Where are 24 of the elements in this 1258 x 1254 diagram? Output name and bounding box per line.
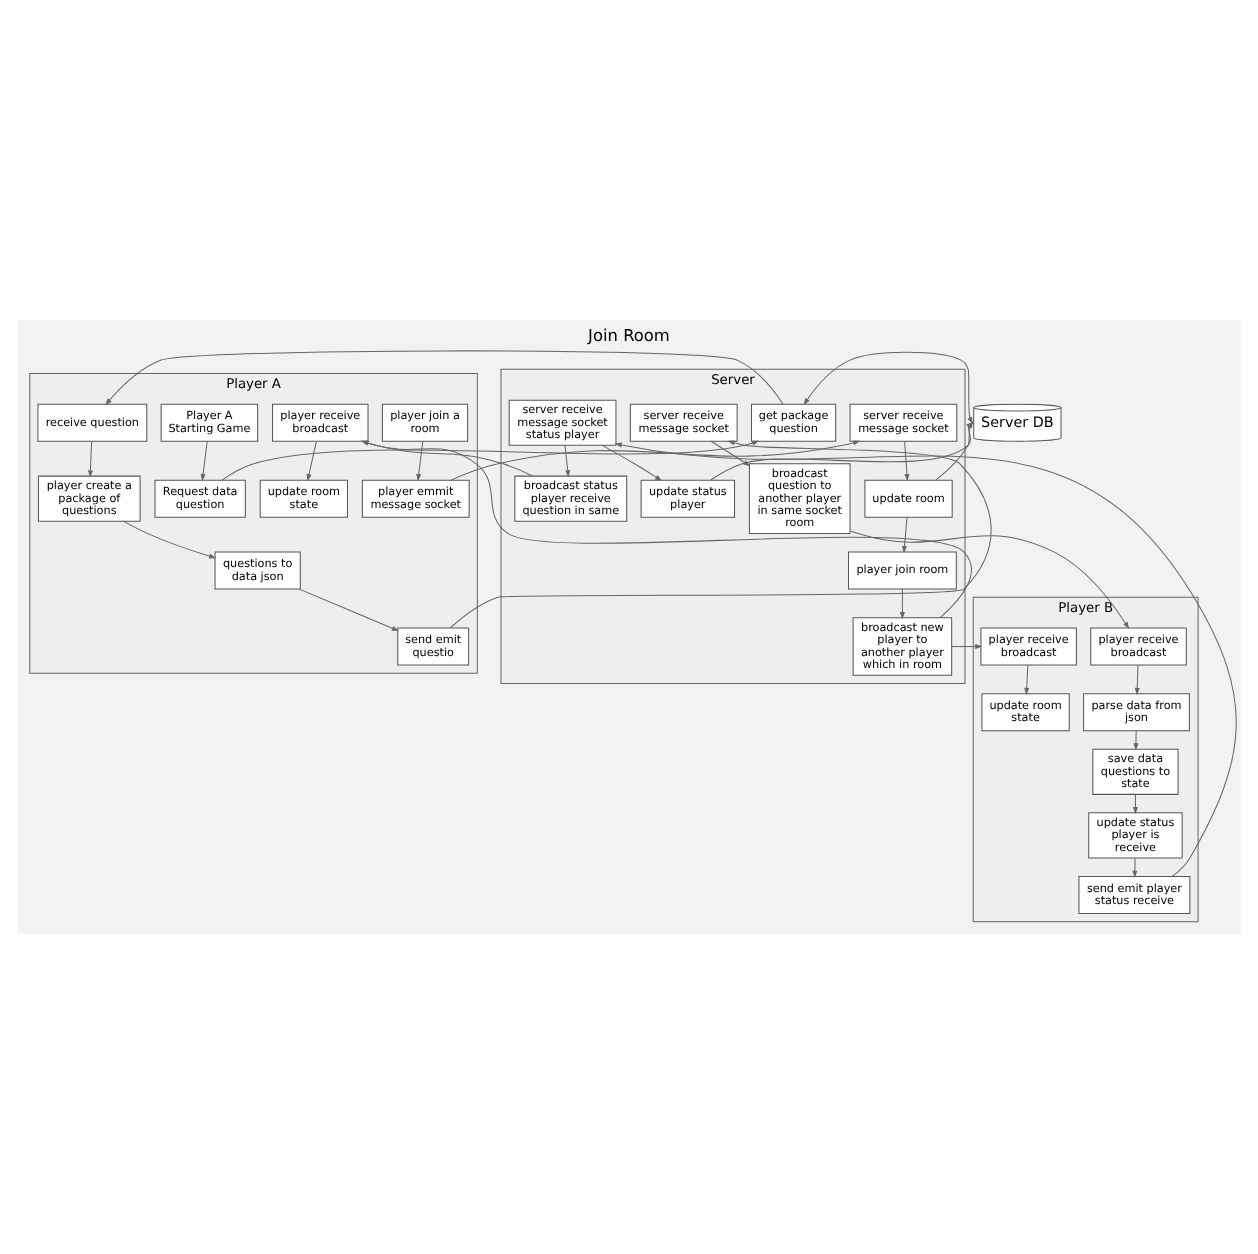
arrow (87, 440, 93, 478)
arrow (849, 530, 1130, 630)
arrow (105, 350, 784, 406)
arrow (123, 520, 217, 559)
arrow (614, 442, 1237, 877)
arrow (564, 445, 571, 478)
arrow (899, 588, 905, 620)
arrow (904, 440, 910, 482)
arrow (306, 440, 317, 482)
arrow (416, 440, 424, 482)
arrow (601, 444, 663, 481)
arrow (1024, 664, 1030, 696)
arrow (951, 644, 983, 650)
arrow (1133, 730, 1139, 751)
arrow (1132, 857, 1138, 878)
arrow (450, 440, 861, 481)
arrow (298, 588, 399, 632)
arrow (803, 351, 973, 425)
arrow (1132, 794, 1138, 815)
arrow (901, 516, 908, 554)
diagram-title: Join Room (588, 325, 670, 346)
arrow (1134, 664, 1140, 696)
arrow (200, 440, 208, 482)
arrow (449, 440, 992, 629)
